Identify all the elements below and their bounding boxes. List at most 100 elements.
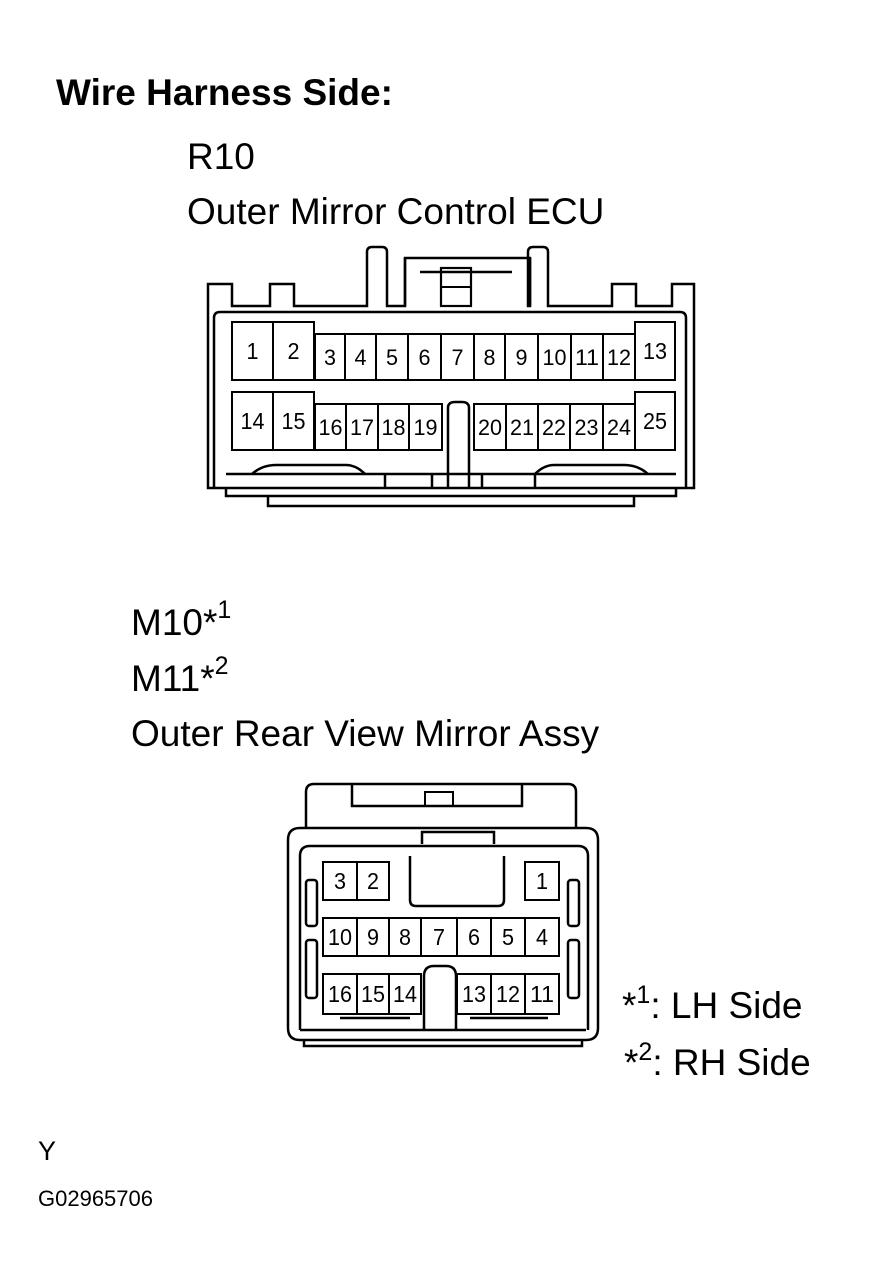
r10-pin-12: 12	[602, 333, 636, 381]
footnote-rh-mark: *	[624, 1042, 639, 1083]
r10-pin-20-label: 20	[478, 415, 502, 440]
footnote-lh-text: : LH Side	[650, 985, 803, 1026]
r10-pin-5-label: 5	[386, 345, 398, 370]
mirror-pin-15-label: 15	[361, 981, 385, 1007]
r10-pin-16-label: 16	[319, 415, 343, 440]
mirror-pin-11-box	[524, 973, 560, 1015]
r10-pin-10: 10	[537, 333, 572, 381]
r10-pin-4: 4	[344, 333, 377, 381]
r10-pin-1-label: 1	[247, 338, 259, 364]
mirror-pin-12-label: 12	[496, 981, 520, 1007]
r10-pin-21-label: 21	[510, 415, 534, 440]
mirror-pin-14-box	[388, 973, 422, 1015]
m11-code-text: M11*	[131, 658, 215, 699]
r10-pin-21: 21	[505, 403, 539, 451]
mirror-pin-8-label: 8	[399, 924, 411, 950]
r10-pin-9-label: 9	[516, 345, 528, 370]
mirror-pin-16: 16	[322, 973, 358, 1015]
mirror-pin-11-label: 11	[530, 981, 554, 1007]
r10-pin-19-label: 19	[414, 415, 438, 440]
mirror-pin-11: 11	[524, 973, 560, 1015]
footer-letter: Y	[38, 1136, 57, 1166]
r10-pin-13-box	[634, 321, 676, 381]
r10-pin-17: 17	[345, 403, 379, 451]
r10-pin-6-label: 6	[419, 345, 431, 370]
r10-pin-7: 7	[440, 333, 475, 381]
mirror-pin-9-label: 9	[367, 924, 379, 950]
mirror-pin-5-label: 5	[502, 924, 514, 950]
r10-pin-23: 23	[569, 403, 604, 451]
r10-pin-19-box	[408, 403, 443, 451]
mirror-pin-1-label: 1	[536, 868, 548, 894]
r10-pin-25: 25	[634, 391, 676, 451]
r10-pin-11-label: 11	[575, 345, 599, 370]
r10-pin-16: 16	[314, 403, 347, 451]
mirror-pin-6-label: 6	[468, 924, 480, 950]
r10-pin-19: 19	[408, 403, 443, 451]
r10-connector-code: R10	[187, 136, 255, 177]
r10-pin-1: 1	[231, 321, 274, 381]
r10-pin-20: 20	[473, 403, 507, 451]
r10-pin-15-label: 15	[282, 408, 306, 434]
mirror-pin-13: 13	[456, 973, 492, 1015]
r10-pin-25-label: 25	[643, 408, 667, 434]
r10-pin-7-label: 7	[452, 345, 464, 370]
mirror-pin-13-label: 13	[462, 981, 486, 1007]
m10-connector-code: M10*1	[131, 598, 231, 643]
r10-pin-4-label: 4	[355, 345, 367, 370]
mirror-pin-7: 7	[420, 917, 458, 957]
r10-connector-housing	[206, 245, 696, 508]
r10-pin-8-label: 8	[484, 345, 496, 370]
r10-pin-14-label: 14	[241, 408, 265, 434]
r10-pin-25-box	[634, 391, 676, 451]
r10-pin-18-label: 18	[382, 415, 406, 440]
footnote-rh: *2: RH Side	[624, 1040, 811, 1083]
mirror-pin-2: 2	[356, 861, 390, 901]
footnote-lh-num: 1	[636, 981, 651, 1009]
mirror-pin-3: 3	[322, 861, 358, 901]
mirror-pin-2-label: 2	[367, 868, 379, 894]
diagram-title: Wire Harness Side:	[56, 72, 393, 113]
m10-code-footnote: 1	[217, 596, 232, 624]
r10-pin-22-label: 22	[542, 415, 566, 440]
mirror-connector-housing	[286, 782, 600, 1048]
r10-pin-14: 14	[231, 391, 274, 451]
r10-pin-2-label: 2	[288, 338, 300, 364]
r10-pin-10-label: 10	[543, 345, 567, 370]
mirror-pin-1: 1	[524, 861, 560, 901]
mirror-pin-4-box	[524, 917, 560, 957]
r10-pin-2: 2	[272, 321, 315, 381]
mirror-pin-14: 14	[388, 973, 422, 1015]
r10-pin-15: 15	[272, 391, 315, 451]
mirror-pin-12: 12	[490, 973, 526, 1015]
mirror-pin-15: 15	[356, 973, 390, 1015]
mirror-pin-1-box	[524, 861, 560, 901]
r10-pin-23-label: 23	[575, 415, 599, 440]
r10-pin-13-label: 13	[643, 338, 667, 364]
r10-pin-18: 18	[377, 403, 410, 451]
m11-connector-code: M11*2	[131, 654, 229, 699]
r10-connector-name: Outer Mirror Control ECU	[187, 191, 605, 232]
mirror-pin-4: 4	[524, 917, 560, 957]
mirror-pin-7-label: 7	[433, 924, 445, 950]
footnote-lh-mark: *	[622, 985, 637, 1026]
footnote-rh-num: 2	[638, 1038, 653, 1066]
footnote-lh: *1: LH Side	[622, 983, 803, 1026]
footnote-rh-text: : RH Side	[652, 1042, 811, 1083]
m10-code-text: M10*	[131, 602, 218, 643]
mirror-pin-10-label: 10	[328, 924, 352, 950]
r10-pin-3-label: 3	[324, 345, 336, 370]
mirror-pin-16-label: 16	[328, 981, 352, 1007]
mirror-pin-8: 8	[388, 917, 422, 957]
mirror-pin-2-box	[356, 861, 390, 901]
r10-pin-12-label: 12	[607, 345, 631, 370]
mirror-pin-9: 9	[356, 917, 390, 957]
r10-pin-8: 8	[473, 333, 506, 381]
mirror-pin-14-label: 14	[393, 981, 417, 1007]
r10-pin-9: 9	[504, 333, 539, 381]
mirror-connector-name: Outer Rear View Mirror Assy	[131, 713, 600, 754]
r10-pin-5: 5	[375, 333, 409, 381]
